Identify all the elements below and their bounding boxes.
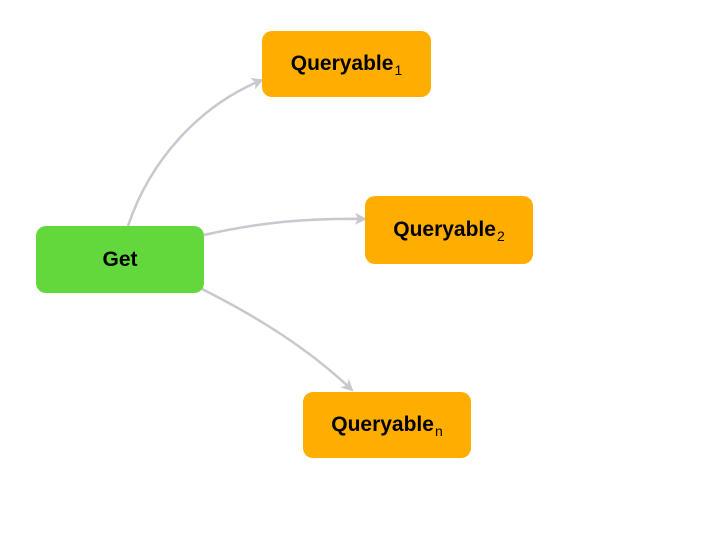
node-queryable-n-subscript: n xyxy=(434,423,443,439)
node-queryable-n-label: Queryable xyxy=(331,413,434,436)
node-queryable-1-label: Queryable xyxy=(290,52,394,75)
node-get-label: Get xyxy=(102,247,138,271)
edge-get-to-queryable-1 xyxy=(126,78,264,227)
edge-get-to-queryable-2 xyxy=(203,212,367,237)
edge-get-to-queryable-n xyxy=(199,286,354,392)
node-queryable-2-subscript: 2 xyxy=(496,228,505,244)
node-queryable-1-subscript: 1 xyxy=(394,62,403,78)
node-queryable-2-label: Queryable xyxy=(393,218,496,241)
node-get: Get xyxy=(36,226,204,293)
